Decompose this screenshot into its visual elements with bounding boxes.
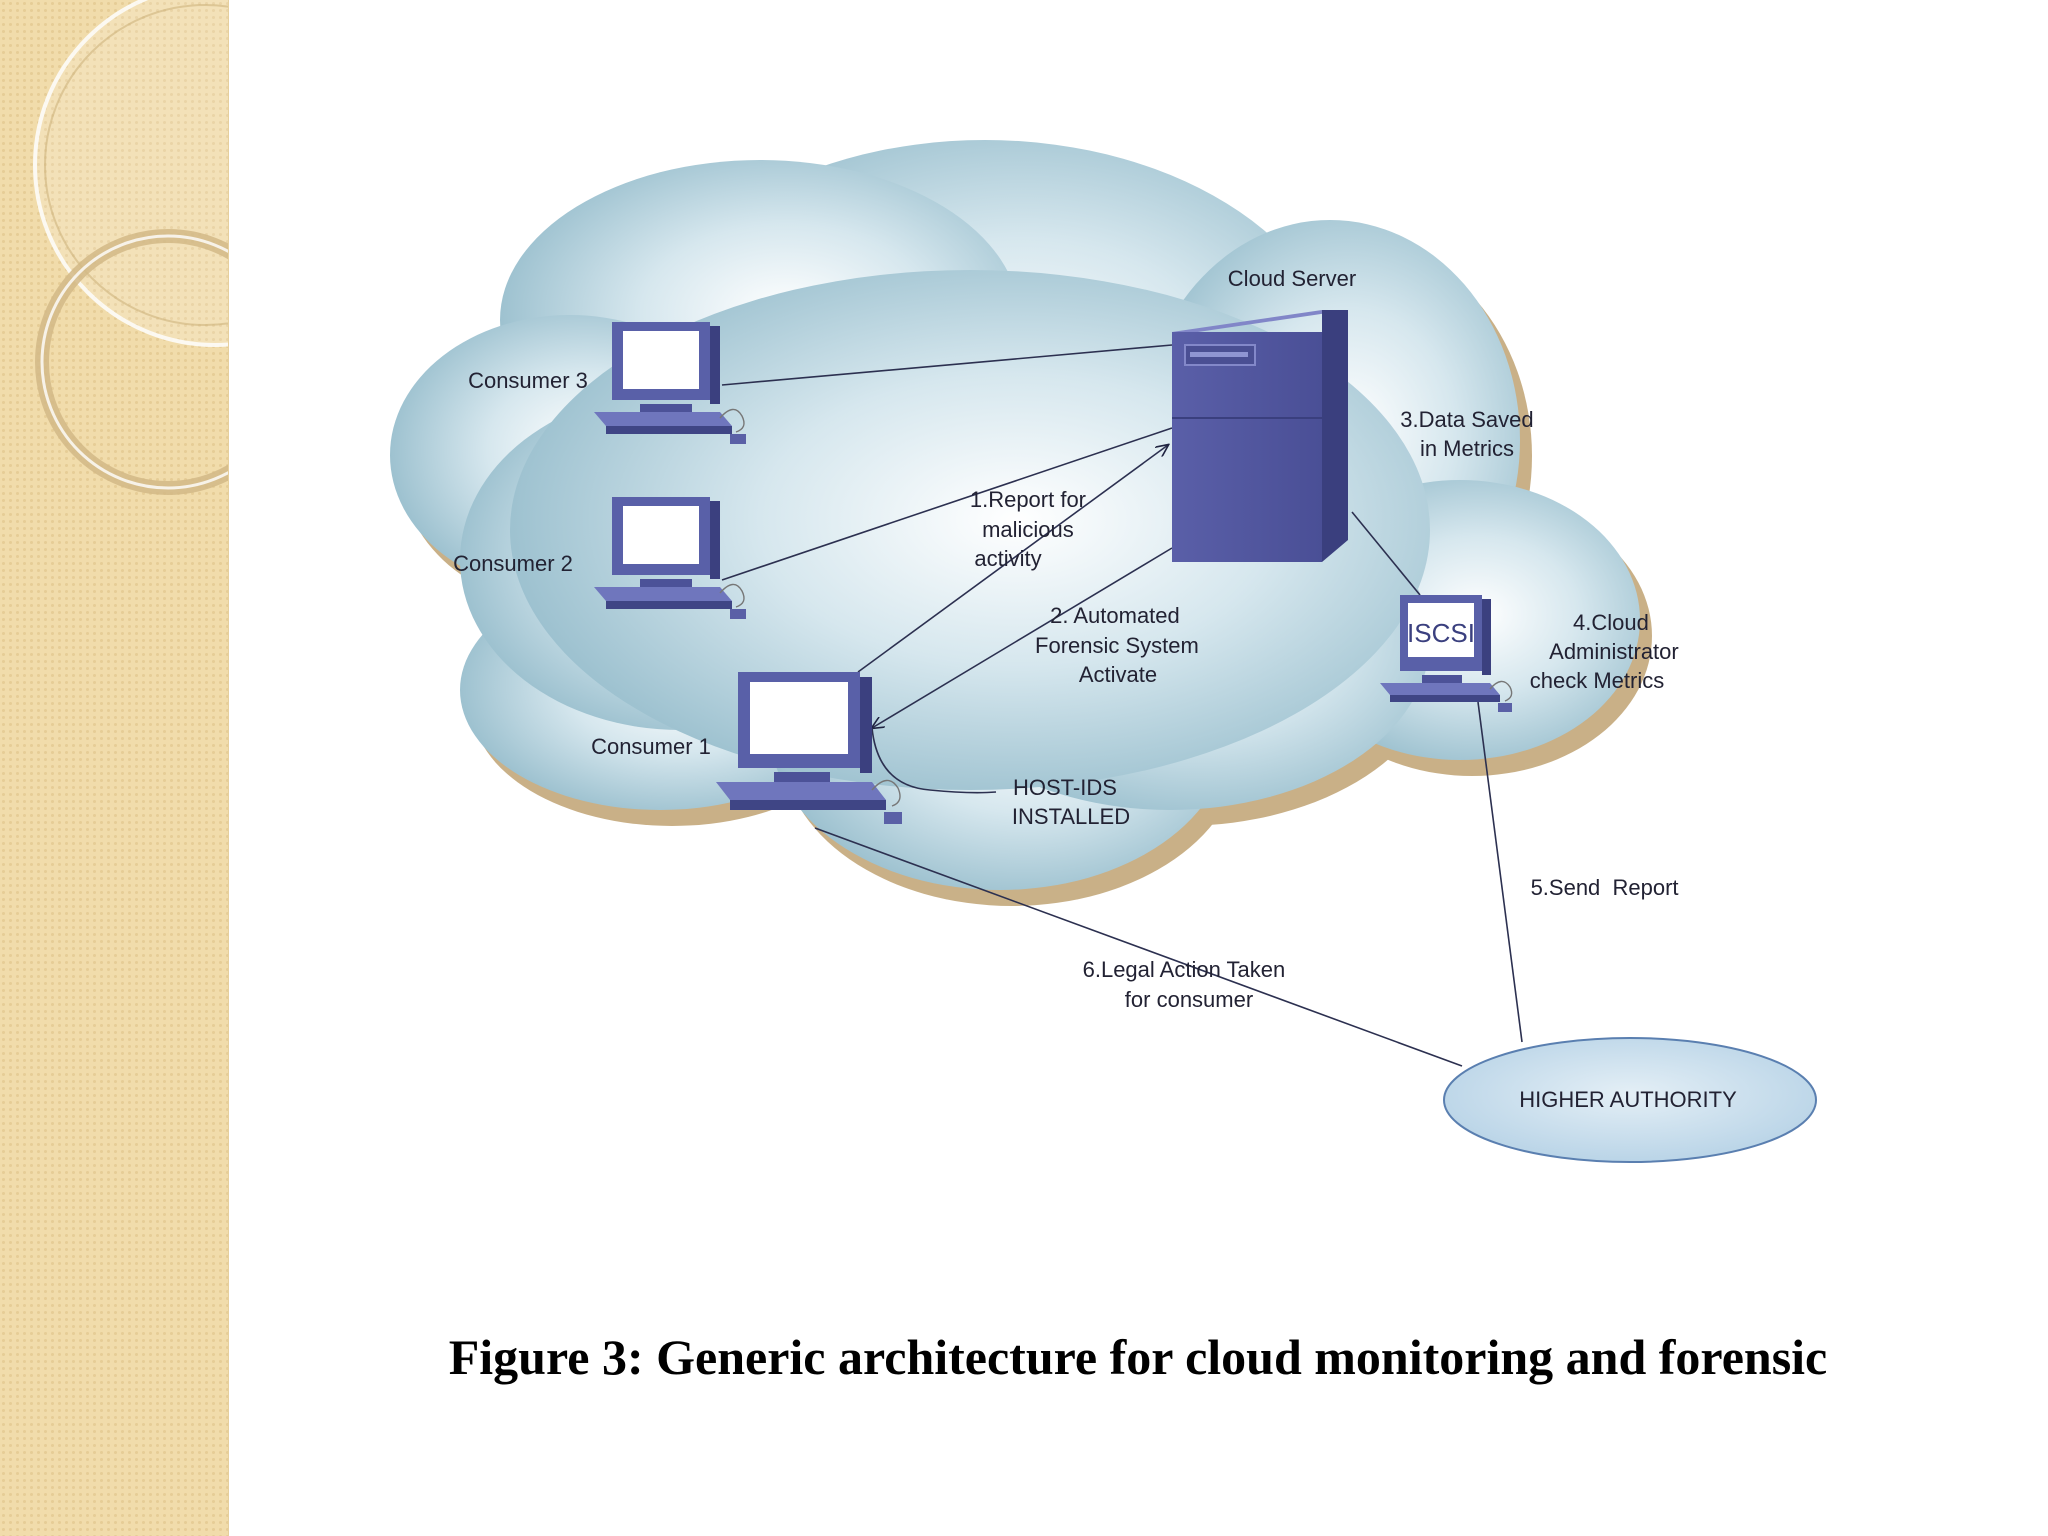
link-server-iscsi: [1351, 511, 1421, 596]
cloud-server-icon: [1172, 310, 1348, 562]
host-ids-pointer: [871, 727, 997, 794]
link-consumer2-server: [721, 427, 1173, 581]
step-1-label: 1.Report for malicious activity: [970, 487, 1092, 571]
arrow-automated-forensic-system: [872, 547, 1173, 728]
step-4-label: 4.Cloud Administrator check Metrics: [1530, 610, 1685, 693]
step-5-label: 5.Send Report: [1500, 875, 1697, 900]
higher-authority-node: [1443, 1037, 1817, 1163]
link-iscsi-higher-authority: [1477, 701, 1523, 1043]
figure-caption: Figure 3: Generic architecture for cloud…: [448, 1329, 1828, 1385]
link-consumer3-server: [721, 344, 1173, 386]
consumer-1-computer-icon: [716, 672, 902, 824]
iscsi-admin-computer-icon: ISCSI: [1380, 595, 1513, 712]
link-consumer1-higher-authority: [814, 827, 1463, 1067]
consumer-1-label: Consumer 1: [591, 734, 711, 759]
step-6-label: 6.Legal Action Taken for consumer: [1083, 957, 1292, 1012]
host-ids-installed-label: HOST-IDS INSTALLED: [1012, 775, 1130, 829]
decorative-rings: [33, 0, 228, 495]
consumer-2-label: Consumer 2: [453, 551, 573, 576]
decorative-side-panel: [0, 0, 229, 1536]
cloud-server-label: Cloud Server: [1228, 266, 1356, 291]
iscsi-screen-label: ISCSI: [1407, 618, 1475, 648]
consumer-3-label: Consumer 3: [468, 368, 588, 393]
higher-authority-label: HIGHER AUTHORITY: [1519, 1087, 1737, 1112]
arrow-report-malicious-activity: [857, 445, 1168, 673]
step-3-label: 3.Data Saved in Metrics: [1400, 407, 1539, 461]
step-2-label: 2. Automated Forensic System Activate: [1035, 603, 1205, 687]
